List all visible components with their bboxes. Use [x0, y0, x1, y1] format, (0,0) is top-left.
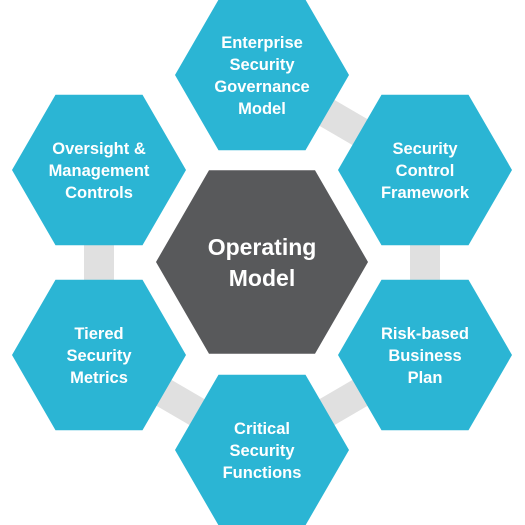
hex-layer: EnterpriseSecurityGovernanceModelSecurit…: [12, 0, 512, 525]
hexagon-label-line: Business: [388, 347, 461, 365]
hexagon-label-line: Metrics: [70, 369, 128, 387]
hexagon-label-line: Tiered: [74, 325, 123, 343]
hexagon-label-line: Enterprise: [221, 34, 303, 52]
hexagon-label-line: Model: [229, 265, 295, 291]
hexagon-shape-risk-based-business-plan: [338, 279, 512, 431]
hexagon-label-line: Functions: [223, 464, 302, 482]
hexagon-label-line: Security: [392, 140, 458, 158]
hexagon-shape-operating-model: [156, 170, 368, 354]
hexagon-label-line: Control: [396, 162, 455, 180]
hexagon-shape-tiered-security-metrics: [12, 279, 186, 431]
hexagon-label-line: Framework: [381, 184, 470, 202]
hexagon-label-line: Security: [229, 442, 295, 460]
hexagon-label-line: Risk-based: [381, 325, 469, 343]
hexagon-shape-enterprise-security-governance-model: [175, 0, 349, 151]
hexagon-label-line: Oversight &: [52, 140, 146, 158]
hexagon-label-line: Plan: [408, 369, 443, 387]
hexagon-label-line: Controls: [65, 184, 133, 202]
hexagon-label-line: Security: [229, 56, 295, 74]
hexagon-label-line: Model: [238, 100, 286, 118]
hexagon-label-line: Operating: [208, 234, 317, 260]
hexagon-label-line: Management: [49, 162, 150, 180]
hexagon-label-line: Critical: [234, 420, 290, 438]
hexagon-shape-security-control-framework: [338, 94, 512, 246]
hexagon-shape-oversight-management-controls: [12, 94, 186, 246]
hexagon-label-line: Security: [66, 347, 132, 365]
hexagon-label-line: Governance: [214, 78, 309, 96]
hexagon-shape-critical-security-functions: [175, 374, 349, 525]
